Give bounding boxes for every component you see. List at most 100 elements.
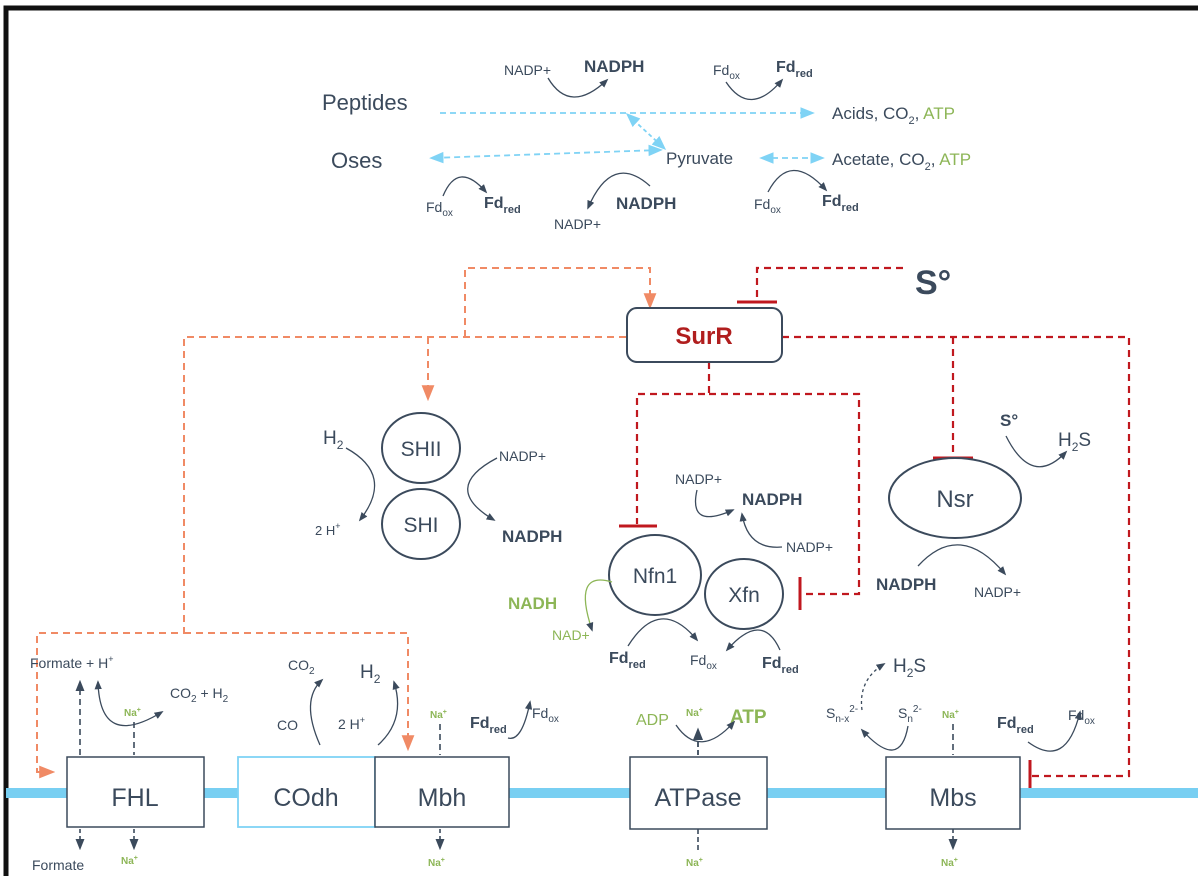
nfn-fdred-label-2: Fdred bbox=[762, 655, 799, 676]
peptides-pyruvate-link bbox=[625, 113, 667, 150]
sh-nadph-label: NADPH bbox=[502, 527, 562, 546]
oses-fdred-label: Fdred bbox=[484, 195, 521, 216]
mbs-na-label: Na+ bbox=[942, 709, 959, 721]
mbh-label: Mbh bbox=[418, 784, 467, 812]
oses-label: Oses bbox=[331, 148, 382, 173]
mbh-na-label: Na+ bbox=[430, 709, 447, 721]
atpase-box bbox=[629, 756, 768, 830]
surr-repression-lines bbox=[635, 266, 1131, 778]
mbh-2h-label: 2 H+ bbox=[338, 715, 365, 732]
fhl-reactions: Formate + H+ Na+ CO2 + H2 Formate Na+ bbox=[30, 654, 229, 873]
sh-hydrogenases: SHII SHI H2 2 H+ NADP+ NADPH bbox=[315, 412, 562, 560]
surr-to-xfn-line bbox=[709, 392, 861, 596]
codh-co2-label: CO2 bbox=[288, 657, 315, 677]
codh-label: COdh bbox=[273, 784, 338, 812]
atpase-label: ATPase bbox=[654, 784, 741, 812]
xfn-node bbox=[704, 558, 784, 630]
nfn-nadp-label-1: NADP+ bbox=[675, 471, 722, 487]
codh-co-label: CO bbox=[277, 717, 298, 733]
sh-nadph-arrow bbox=[467, 457, 498, 521]
fhl-na-out-label: Na+ bbox=[121, 855, 138, 867]
fhl-box bbox=[66, 756, 205, 828]
surr-box bbox=[626, 307, 783, 363]
oses-fd-arrow bbox=[442, 176, 488, 197]
nsr-nadph-label: NADPH bbox=[876, 575, 936, 594]
xfn-label: Xfn bbox=[728, 584, 760, 607]
codh-mbh-reactions: CO2 CO 2 H+ H2 Na+ Fdred Fdox Na+ bbox=[277, 657, 559, 869]
nfn-nadph-label: NADPH bbox=[742, 490, 802, 509]
mbh-fdox-label: Fdox bbox=[532, 705, 559, 725]
acetate-fdred-label: Fdred bbox=[822, 193, 859, 214]
membrane-complexes: FHL COdh Mbh ATPase Mbs bbox=[66, 756, 1021, 830]
activation-to-surr bbox=[464, 267, 657, 337]
shii-node bbox=[381, 412, 461, 484]
nsr-label: Nsr bbox=[936, 486, 973, 513]
surr-to-mbs-line bbox=[782, 335, 1131, 778]
metabolism-section: Peptides Oses Pyruvate Acids, CO2, ATP A… bbox=[322, 57, 971, 232]
mbs-reactions: H2S Sn-x2- Sn2- Na+ Fdred Fdox Na+ bbox=[826, 656, 1095, 869]
fhl-co2-arrow bbox=[94, 680, 164, 727]
acids-product-label: Acids, CO2, ATP bbox=[832, 104, 955, 127]
peptides-nadph-arrow bbox=[547, 77, 609, 98]
acetate-fd-arrow bbox=[767, 169, 828, 193]
nfn-section: Nfn1 Xfn NADP+ NADPH NADP+ NADH NAD+ Fdr… bbox=[508, 471, 833, 676]
peptides-nadph-label: NADPH bbox=[584, 57, 644, 76]
fhl-co2-h2-label: CO2 + H2 bbox=[170, 685, 229, 705]
sh-2h-label: 2 H+ bbox=[315, 521, 341, 538]
pyruvate-nadph-label: NADPH bbox=[616, 194, 676, 213]
nfn1-node bbox=[608, 534, 702, 616]
mbh-fd-arrow bbox=[507, 700, 533, 739]
peptides-fdred-label: Fdred bbox=[776, 59, 813, 80]
peptides-fdox-label: Fdox bbox=[713, 62, 740, 82]
nfn1-nadph-arrow bbox=[695, 489, 735, 518]
mbs-h2s-label: H2S bbox=[893, 656, 926, 680]
peptides-nadp-label: NADP+ bbox=[504, 62, 551, 78]
mbh-na-out-label: Na+ bbox=[428, 857, 445, 869]
codh-box bbox=[237, 756, 376, 828]
fhl-formate-label: Formate bbox=[32, 857, 84, 873]
mbs-fdox-label: Fdox bbox=[1068, 707, 1095, 727]
sh-h2-arrow bbox=[345, 447, 376, 522]
acetate-product-label: Acetate, CO2, ATP bbox=[832, 150, 971, 173]
nsr-node bbox=[888, 457, 1022, 539]
nfn-nadp-label-2: NADP+ bbox=[786, 539, 833, 555]
sh-nadp-label: NADP+ bbox=[499, 448, 546, 464]
atpase-na-out-label: Na+ bbox=[686, 857, 703, 869]
surr-to-nfn1-line bbox=[635, 362, 711, 524]
nsr-s0-label: S° bbox=[1000, 411, 1018, 430]
mbs-sn-arrow bbox=[860, 725, 909, 751]
nsr-h2s-label: H2S bbox=[1058, 430, 1091, 454]
mbs-fdred-label: Fdred bbox=[997, 715, 1034, 736]
nfn1-label: Nfn1 bbox=[633, 565, 677, 588]
surr-activation-lines bbox=[36, 267, 657, 779]
mbh-h2-label: H2 bbox=[360, 662, 381, 686]
xfn-fd-arrow bbox=[725, 629, 781, 652]
pyruvate-label: Pyruvate bbox=[666, 149, 733, 168]
atpase-atp-arrow bbox=[675, 720, 736, 743]
fhl-na-label: Na+ bbox=[124, 707, 141, 719]
nfn-fdox-label: Fdox bbox=[690, 652, 717, 672]
shi-node bbox=[381, 488, 461, 560]
mbs-snx-label: Sn-x2- bbox=[826, 704, 858, 725]
nsr-sulfur-arrow bbox=[1005, 435, 1068, 468]
mbh-h2-arrow bbox=[377, 680, 400, 746]
nfn-nadh-arrow bbox=[584, 579, 613, 632]
sulfur-label: S° bbox=[915, 264, 951, 302]
nfn-fdred-label-1: Fdred bbox=[609, 650, 646, 671]
nsr-nadp-label: NADP+ bbox=[974, 584, 1021, 600]
atpase-na-label: Na+ bbox=[686, 707, 703, 719]
mbh-box bbox=[374, 756, 510, 828]
surr-label: SurR bbox=[675, 323, 732, 350]
pyruvate-nadp-label: NADP+ bbox=[554, 216, 601, 232]
xfn-nadph-arrow bbox=[739, 512, 783, 548]
pyruvate-nadph-arrow bbox=[587, 172, 651, 210]
fhl-formate-h-label: Formate + H+ bbox=[30, 654, 113, 671]
nfn-nadh-label: NADH bbox=[508, 594, 557, 613]
oses-fdox-label: Fdox bbox=[426, 199, 453, 219]
nfn-nad-label: NAD+ bbox=[552, 627, 590, 643]
mbh-fdred-label: Fdred bbox=[470, 715, 507, 736]
frame-border bbox=[3, 5, 1198, 876]
mbs-label: Mbs bbox=[929, 784, 976, 812]
